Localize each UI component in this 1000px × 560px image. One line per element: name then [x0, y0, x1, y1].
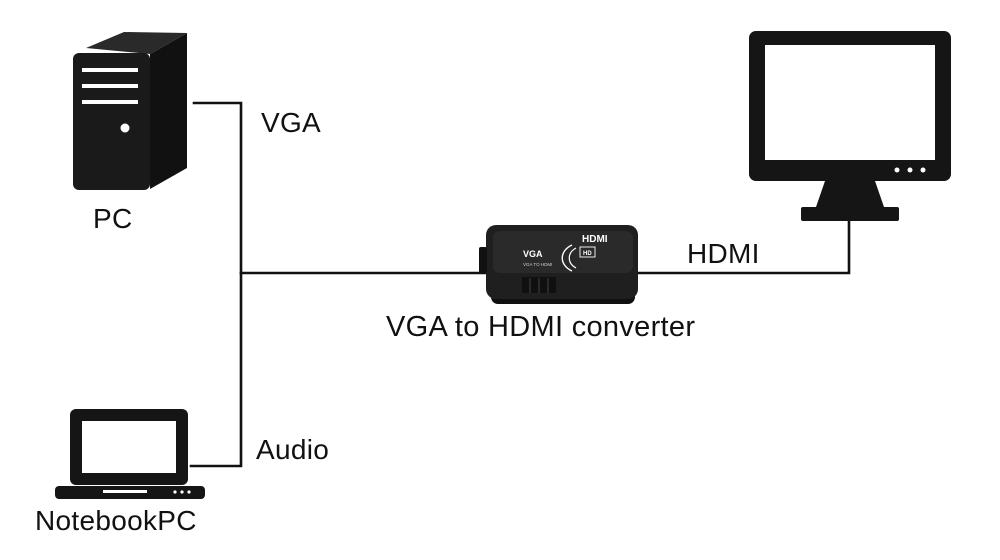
monitor-stand-base — [801, 207, 899, 221]
desktop-tower-icon — [73, 32, 187, 190]
vga-link-label: VGA — [261, 107, 322, 138]
converter-label: VGA to HDMI converter — [386, 311, 696, 343]
pc-label: PC — [93, 203, 133, 234]
converter-logo-arc-inner — [568, 247, 577, 269]
converter-model-text: VGA TO HDMI — [523, 262, 552, 267]
pc-drive-bay-3 — [82, 100, 138, 104]
converter-input-text: VGA — [523, 249, 543, 259]
monitor-led-3 — [920, 167, 926, 173]
audio-cable-line — [189, 271, 243, 468]
hdmi-link-label: HDMI — [687, 238, 760, 269]
laptop-screen-display — [82, 421, 176, 473]
audio-link-label: Audio — [256, 434, 330, 465]
pc-tower-front — [73, 53, 150, 190]
monitor-led-1 — [894, 167, 900, 173]
pc-drive-bay-2 — [82, 84, 138, 88]
laptop-icon — [55, 409, 205, 499]
vga-cable-line — [192, 101, 243, 275]
laptop-led-1 — [173, 490, 177, 494]
notebook-pc-label: NotebookPC — [35, 505, 197, 536]
laptop-touchpad-slot — [103, 490, 147, 493]
converter-hd-badge-text: HD — [583, 251, 592, 257]
pc-tower-top — [86, 32, 187, 54]
monitor-icon — [749, 31, 951, 221]
monitor-screen — [765, 45, 935, 160]
converter-logo-arc — [561, 244, 573, 272]
connection-lines — [189, 101, 851, 468]
pc-power-button — [120, 123, 130, 133]
hdmi-cable-line — [635, 219, 851, 275]
converter-brand-text: HDMI — [582, 234, 608, 245]
pc-tower-side — [150, 33, 187, 189]
laptop-led-3 — [187, 490, 191, 494]
monitor-led-2 — [907, 167, 913, 173]
pc-drive-bay-1 — [82, 68, 138, 72]
converter-hd-badge — [579, 246, 596, 258]
vga-to-hdmi-converter-icon: HDMI VGA VGA TO HDMI HD — [479, 225, 638, 304]
laptop-led-2 — [180, 490, 184, 494]
monitor-stand-neck — [816, 181, 884, 207]
converter-left-port — [479, 247, 487, 273]
